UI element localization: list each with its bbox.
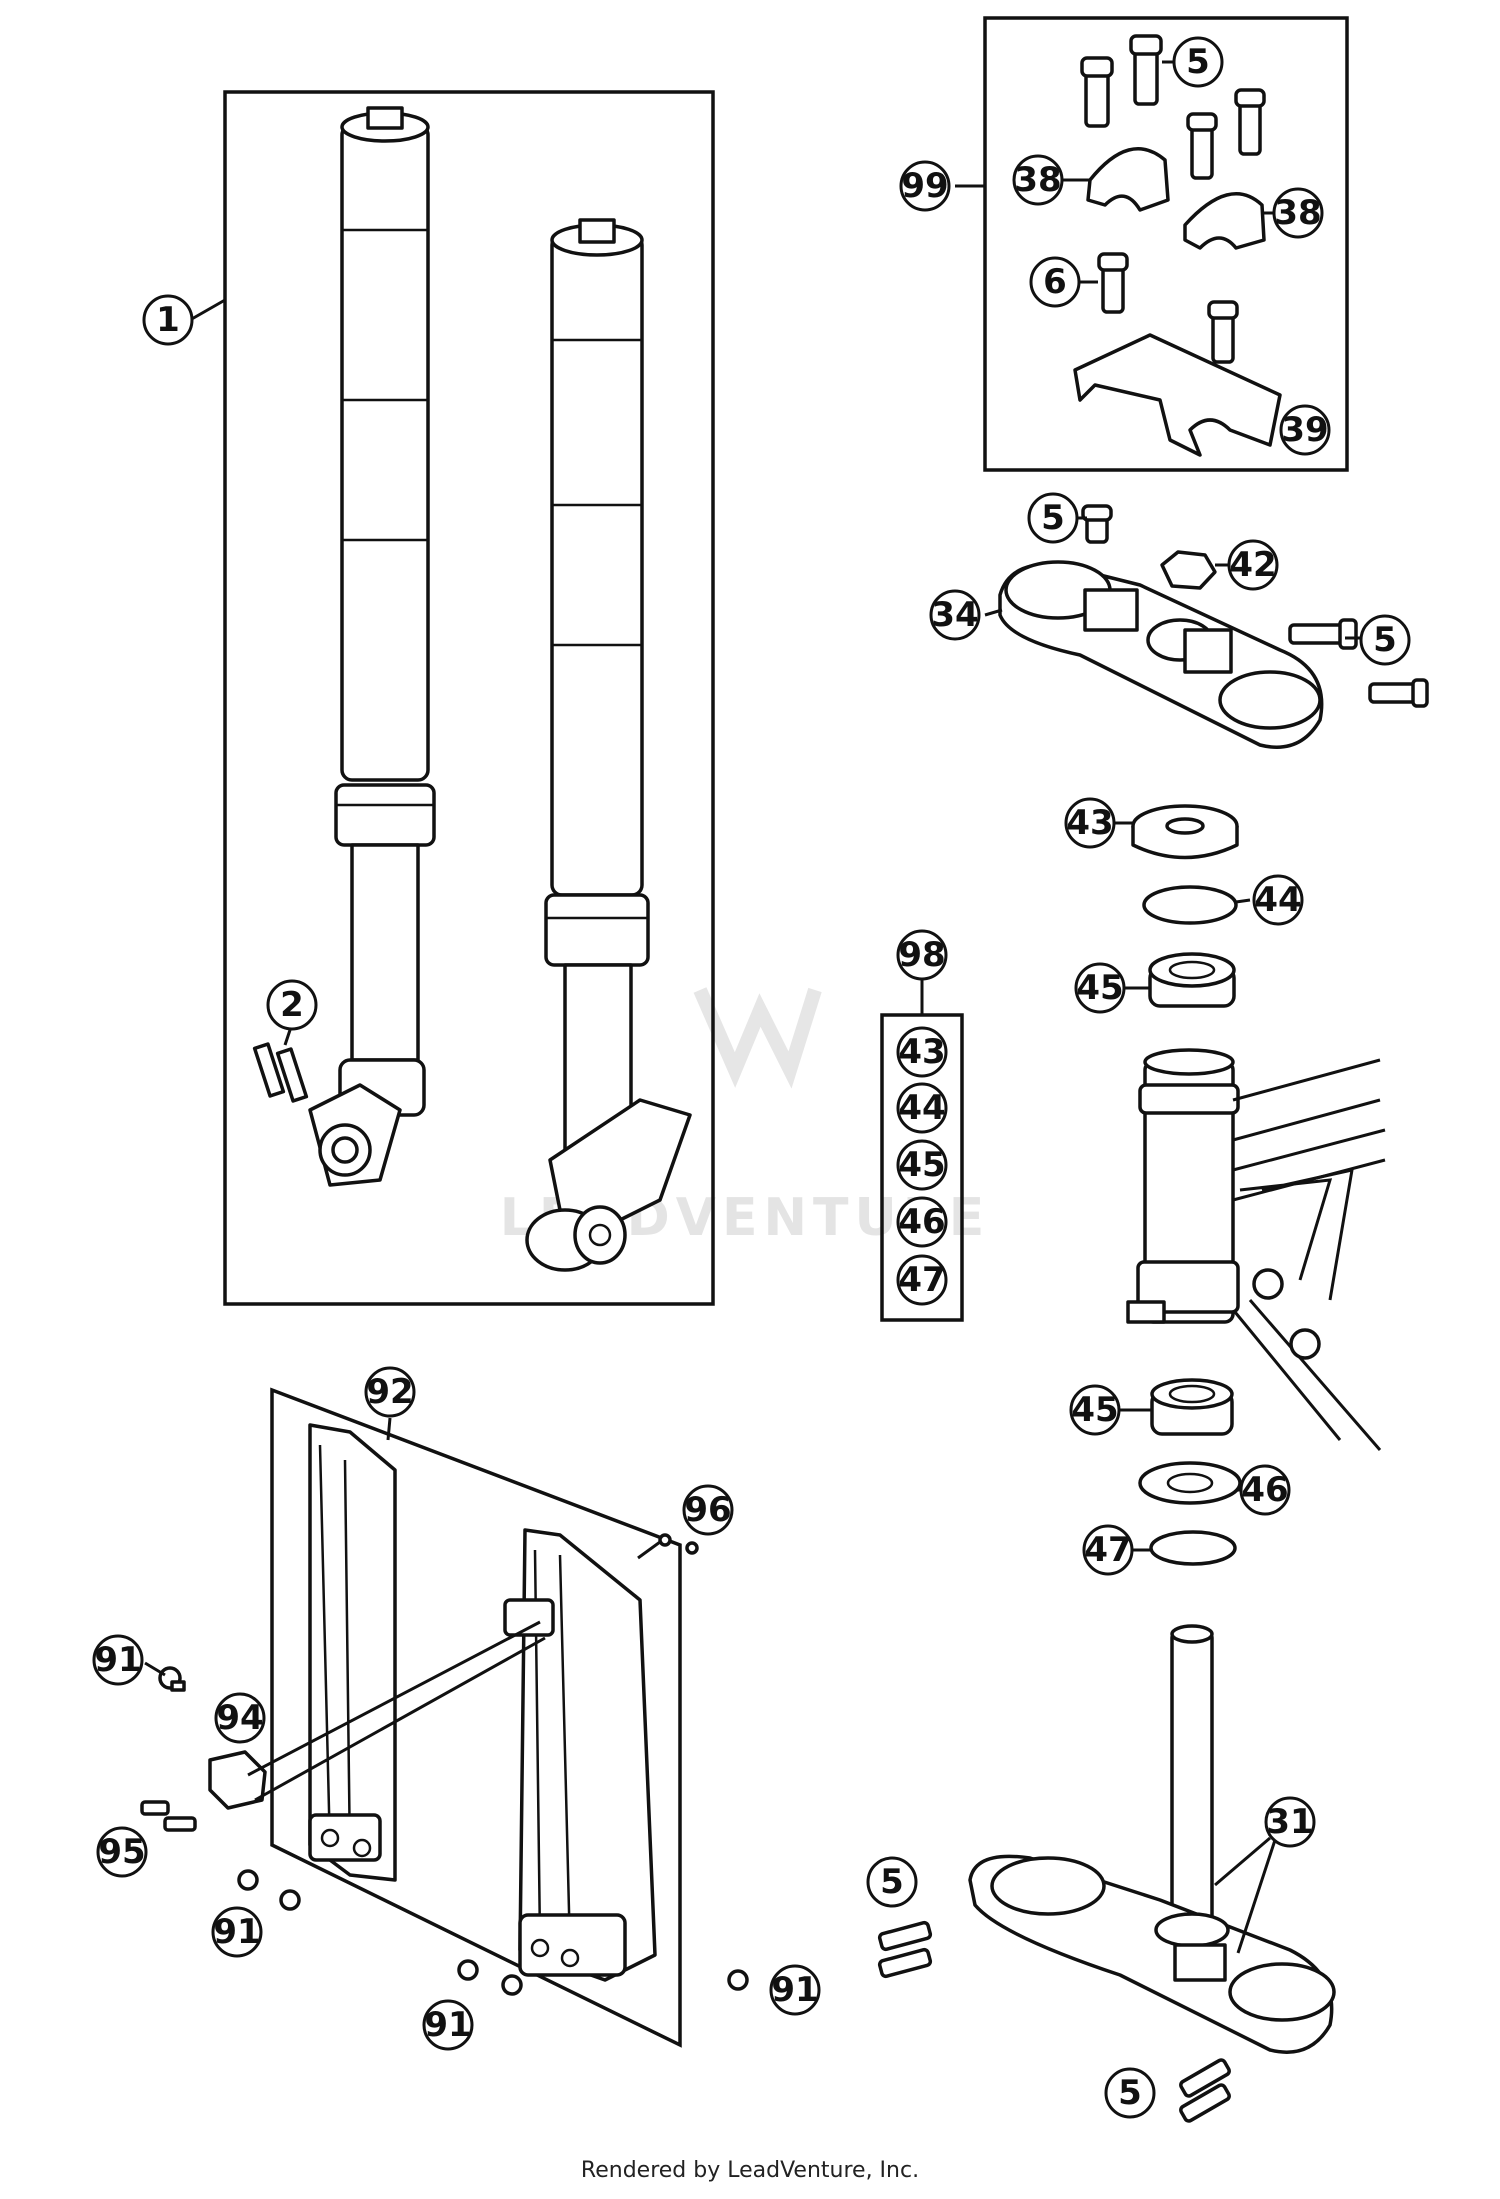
svg-text:1: 1 bbox=[156, 300, 180, 340]
callout-42[interactable]: 42 bbox=[1227, 539, 1279, 591]
svg-text:5: 5 bbox=[1373, 620, 1397, 660]
svg-text:94: 94 bbox=[216, 1698, 263, 1738]
svg-text:46: 46 bbox=[1241, 1470, 1288, 1510]
callout-91[interactable]: 91 bbox=[92, 1634, 144, 1686]
steering-bearing-parts-upper bbox=[1131, 804, 1239, 1008]
callout-45[interactable]: 45 bbox=[1074, 962, 1126, 1014]
frame-head-tube bbox=[1126, 1048, 1386, 1451]
callout-92[interactable]: 92 bbox=[364, 1366, 416, 1418]
svg-text:38: 38 bbox=[1274, 193, 1321, 233]
svg-text:91: 91 bbox=[213, 1912, 260, 1952]
svg-text:45: 45 bbox=[1076, 968, 1123, 1008]
lower-triple-clamp bbox=[877, 1624, 1336, 2123]
svg-text:45: 45 bbox=[1071, 1390, 1118, 1430]
callout-91[interactable]: 91 bbox=[769, 1964, 821, 2016]
callout-96[interactable]: 96 bbox=[682, 1484, 734, 1536]
svg-text:92: 92 bbox=[366, 1372, 413, 1412]
callout-94[interactable]: 94 bbox=[214, 1692, 266, 1744]
left-fork-leg bbox=[308, 106, 436, 1187]
callout-38[interactable]: 38 bbox=[1272, 187, 1324, 239]
svg-text:5: 5 bbox=[1186, 42, 1210, 82]
callout-6[interactable]: 6 bbox=[1029, 256, 1081, 308]
callout-34[interactable]: 34 bbox=[929, 589, 981, 641]
svg-text:44: 44 bbox=[1254, 880, 1301, 920]
right-fork-leg bbox=[525, 218, 692, 1272]
callout-44[interactable]: 44 bbox=[896, 1082, 948, 1134]
part-callouts: 1 2 5 99 38 38 6 39 5 42 34 5 43 44 45 9… bbox=[92, 36, 1411, 2119]
callout-5[interactable]: 5 bbox=[1359, 614, 1411, 666]
callout-95[interactable]: 95 bbox=[96, 1826, 148, 1878]
svg-text:34: 34 bbox=[931, 595, 978, 635]
callout-91[interactable]: 91 bbox=[422, 1999, 474, 2051]
svg-text:46: 46 bbox=[898, 1202, 945, 1242]
svg-text:39: 39 bbox=[1281, 410, 1328, 450]
fork-assembly bbox=[189, 90, 715, 1306]
callout-2[interactable]: 2 bbox=[266, 979, 318, 1031]
callout-5[interactable]: 5 bbox=[866, 1856, 918, 1908]
svg-text:5: 5 bbox=[1041, 498, 1065, 538]
callout-98[interactable]: 98 bbox=[896, 929, 948, 981]
callout-5[interactable]: 5 bbox=[1027, 492, 1079, 544]
svg-text:44: 44 bbox=[898, 1088, 945, 1128]
callout-47[interactable]: 47 bbox=[1082, 1524, 1134, 1576]
callout-99[interactable]: 99 bbox=[899, 160, 951, 212]
svg-text:31: 31 bbox=[1266, 1802, 1313, 1842]
svg-text:91: 91 bbox=[94, 1640, 141, 1680]
svg-text:98: 98 bbox=[898, 935, 945, 975]
callout-43[interactable]: 43 bbox=[896, 1026, 948, 1078]
callout-45[interactable]: 45 bbox=[896, 1139, 948, 1191]
svg-text:99: 99 bbox=[901, 166, 948, 206]
callout-31[interactable]: 31 bbox=[1264, 1796, 1316, 1848]
fork-guard-frame bbox=[270, 1387, 682, 2048]
clamp-kit bbox=[955, 16, 1349, 472]
svg-text:96: 96 bbox=[684, 1490, 731, 1530]
svg-text:91: 91 bbox=[771, 1970, 818, 2010]
leader-lines bbox=[144, 60, 1360, 1677]
svg-text:38: 38 bbox=[1014, 160, 1061, 200]
callout-47[interactable]: 47 bbox=[896, 1254, 948, 1306]
svg-text:2: 2 bbox=[280, 985, 304, 1025]
svg-text:6: 6 bbox=[1043, 262, 1067, 302]
svg-text:43: 43 bbox=[1066, 803, 1113, 843]
bearing-kit bbox=[880, 975, 964, 1322]
callout-1[interactable]: 1 bbox=[142, 294, 194, 346]
svg-text:47: 47 bbox=[898, 1260, 945, 1300]
svg-text:43: 43 bbox=[898, 1032, 945, 1072]
callout-5[interactable]: 5 bbox=[1172, 36, 1224, 88]
svg-text:47: 47 bbox=[1084, 1530, 1131, 1570]
callout-45[interactable]: 45 bbox=[1069, 1384, 1121, 1436]
svg-text:42: 42 bbox=[1229, 545, 1276, 585]
svg-text:91: 91 bbox=[424, 2005, 471, 2045]
svg-text:5: 5 bbox=[880, 1862, 904, 1902]
svg-text:95: 95 bbox=[98, 1832, 145, 1872]
callout-46[interactable]: 46 bbox=[896, 1196, 948, 1248]
callout-38[interactable]: 38 bbox=[1012, 154, 1064, 206]
axle-clamp-bolts bbox=[252, 1029, 309, 1103]
fork-guard-kit bbox=[140, 1387, 749, 2048]
callout-91[interactable]: 91 bbox=[211, 1906, 263, 1958]
upper-triple-clamp bbox=[998, 504, 1429, 749]
callout-46[interactable]: 46 bbox=[1239, 1464, 1291, 1516]
callout-44[interactable]: 44 bbox=[1252, 874, 1304, 926]
fork-assembly-frame bbox=[223, 90, 715, 1306]
clamp-kit-frame bbox=[983, 16, 1349, 472]
svg-text:5: 5 bbox=[1118, 2073, 1142, 2113]
render-credit: Rendered by LeadVenture, Inc. bbox=[580, 2158, 920, 2183]
callout-43[interactable]: 43 bbox=[1064, 797, 1116, 849]
callout-5[interactable]: 5 bbox=[1104, 2067, 1156, 2119]
steering-bearing-parts-lower bbox=[1138, 1378, 1242, 1566]
callout-39[interactable]: 39 bbox=[1279, 404, 1331, 456]
svg-text:45: 45 bbox=[898, 1145, 945, 1185]
